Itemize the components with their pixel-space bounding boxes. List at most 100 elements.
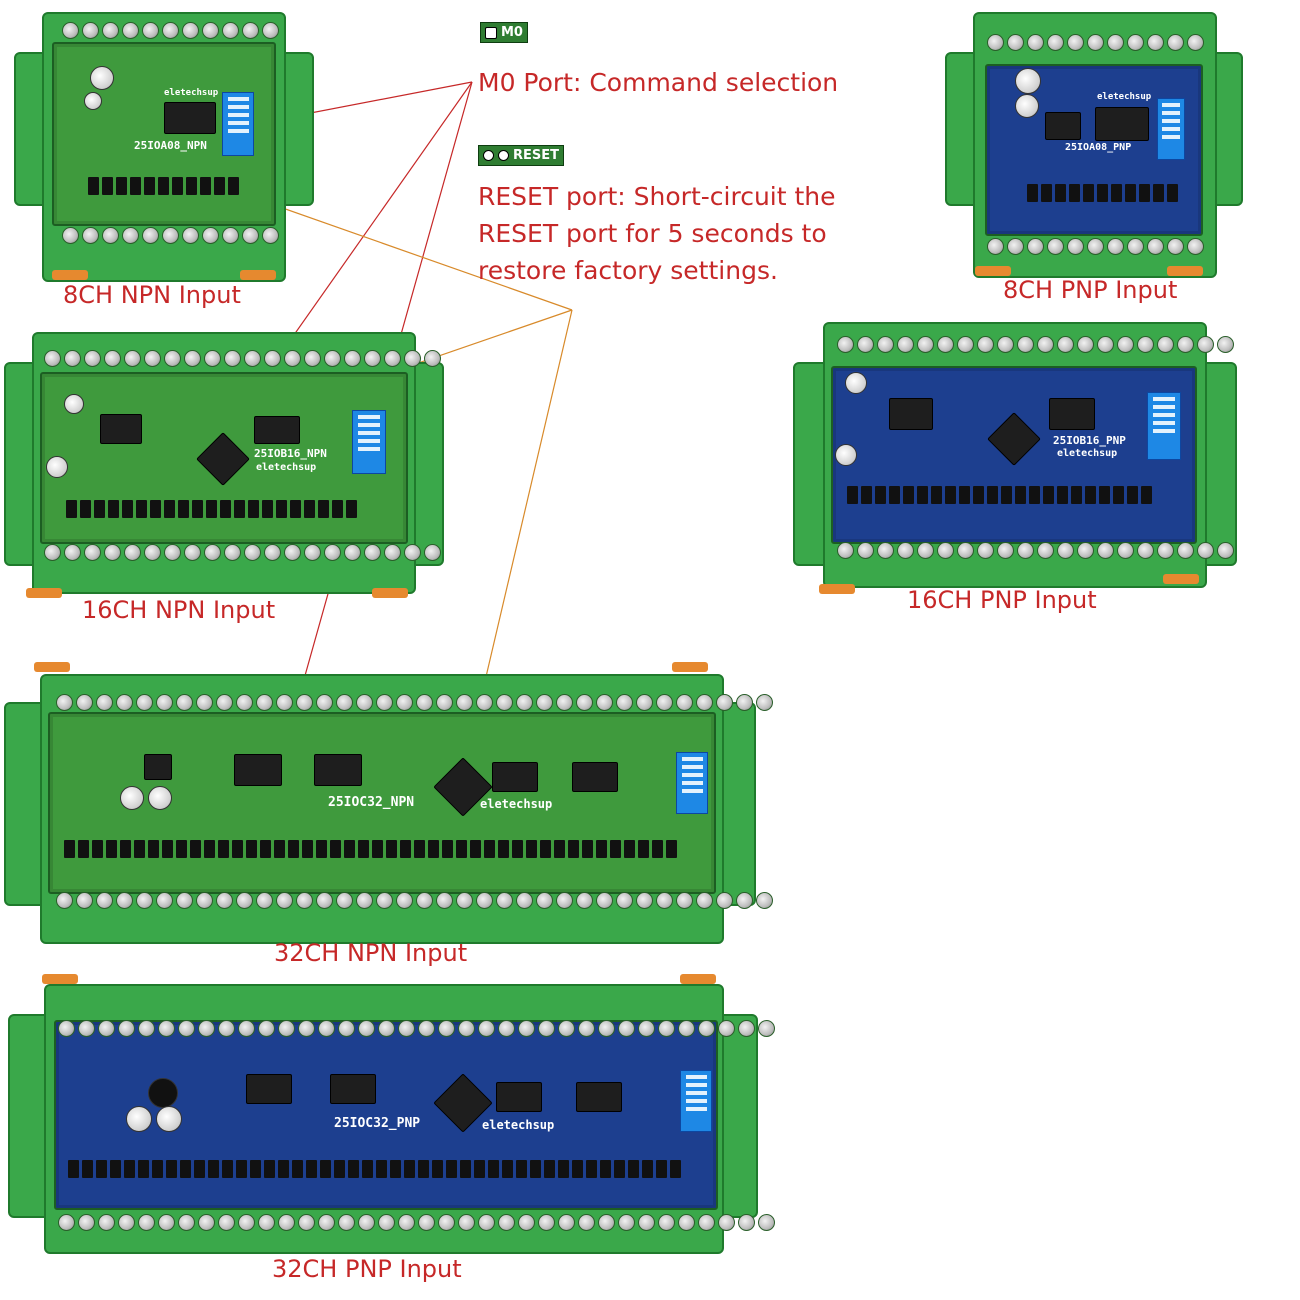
- terminal-screw: [398, 1020, 415, 1037]
- terminal-screw: [1057, 542, 1074, 559]
- optocoupler: [1055, 184, 1066, 202]
- terminal-screw: [336, 694, 353, 711]
- m0-badge-label: M0: [501, 25, 523, 40]
- inductor: [148, 1078, 178, 1108]
- terminal-screw: [364, 544, 381, 561]
- terminal-screw: [1117, 336, 1134, 353]
- optocoupler: [1139, 184, 1150, 202]
- terminal-screw: [124, 350, 141, 367]
- terminal-screw: [338, 1214, 355, 1231]
- reset-pad-icon-2: [498, 150, 509, 161]
- dip-switch-lever: [227, 121, 249, 125]
- terminal-screw: [222, 227, 239, 244]
- terminal-screw: [304, 544, 321, 561]
- module-32ch-pnp: 25IOC32_PNP eletechsup: [8, 974, 775, 1254]
- dip-switch-lever: [1152, 405, 1176, 409]
- terminal-screw: [298, 1020, 315, 1037]
- optocoupler: [220, 500, 231, 518]
- optocoupler: [624, 840, 635, 858]
- terminal-screw: [236, 694, 253, 711]
- terminal-screw: [142, 227, 159, 244]
- terminal-screw: [158, 1020, 175, 1037]
- terminal-screw: [636, 892, 653, 909]
- optocoupler: [346, 500, 357, 518]
- terminal-screw: [1117, 542, 1134, 559]
- terminal-screw: [1067, 34, 1084, 51]
- terminal-screw: [202, 22, 219, 39]
- terminal-screw: [164, 350, 181, 367]
- ic-chip: [572, 762, 618, 792]
- optocoupler: [106, 840, 117, 858]
- capacitor: [845, 372, 867, 394]
- optocoupler: [122, 500, 133, 518]
- terminal-screw: [224, 350, 241, 367]
- dip-switch: [352, 410, 386, 474]
- optocoupler: [903, 486, 914, 504]
- terminal-screw: [756, 694, 773, 711]
- reset-badge-label: RESET: [513, 148, 560, 163]
- terminal-screw: [184, 350, 201, 367]
- terminal-screw: [216, 694, 233, 711]
- terminal-screw: [736, 892, 753, 909]
- terminal-screw: [556, 892, 573, 909]
- optocoupler: [250, 1160, 261, 1178]
- terminal-screw: [1127, 34, 1144, 51]
- terminal-screw: [1147, 34, 1164, 51]
- terminal-screw: [238, 1214, 255, 1231]
- terminal-screw: [1087, 34, 1104, 51]
- terminal-screw: [556, 694, 573, 711]
- ic-chip: [314, 754, 362, 786]
- din-foot: [680, 974, 716, 984]
- caption-8ch-pnp: 8CH PNP Input: [1003, 276, 1178, 304]
- terminal-row-bottom: [837, 542, 1234, 559]
- terminal-row-top: [58, 1020, 775, 1037]
- terminal-screw: [516, 892, 533, 909]
- optocoupler: [526, 840, 537, 858]
- optocoupler: [108, 500, 119, 518]
- optocoupler: [456, 840, 467, 858]
- terminal-screw: [98, 1020, 115, 1037]
- terminal-screw: [138, 1020, 155, 1037]
- terminal-screw: [78, 1214, 95, 1231]
- optocoupler: [236, 1160, 247, 1178]
- terminal-screw: [284, 350, 301, 367]
- optocoupler: [218, 840, 229, 858]
- dip-switch: [676, 752, 708, 814]
- reset-badge: RESET: [478, 145, 565, 166]
- optocoupler: [68, 1160, 79, 1178]
- dip-switch-lever: [685, 1099, 707, 1103]
- ic-chip: [1049, 398, 1095, 430]
- terminal-screw: [78, 1020, 95, 1037]
- terminal-screw: [616, 892, 633, 909]
- terminal-screw: [244, 350, 261, 367]
- optocoupler-row: [68, 1160, 681, 1178]
- inductor: [144, 754, 172, 780]
- terminal-screw: [656, 694, 673, 711]
- optocoupler: [92, 840, 103, 858]
- terminal-screw: [578, 1020, 595, 1037]
- optocoupler: [206, 500, 217, 518]
- dip-switch: [222, 92, 254, 156]
- optocoupler: [222, 1160, 233, 1178]
- optocoupler: [64, 840, 75, 858]
- din-foot: [240, 270, 276, 280]
- terminal-screw: [376, 892, 393, 909]
- optocoupler: [400, 840, 411, 858]
- terminal-screw: [1097, 542, 1114, 559]
- optocoupler: [558, 1160, 569, 1178]
- terminal-screw: [198, 1214, 215, 1231]
- ic-chip: [234, 754, 282, 786]
- optocoupler: [290, 500, 301, 518]
- terminal-screw: [1037, 542, 1054, 559]
- terminal-screw: [897, 336, 914, 353]
- optocoupler: [274, 840, 285, 858]
- reset-description: RESET port: Short-circuit the RESET port…: [478, 182, 836, 285]
- terminal-screw: [178, 1214, 195, 1231]
- terminal-screw: [118, 1214, 135, 1231]
- terminal-screw: [456, 694, 473, 711]
- terminal-screw: [877, 542, 894, 559]
- terminal-screw: [242, 22, 259, 39]
- optocoupler: [1153, 184, 1164, 202]
- optocoupler: [554, 840, 565, 858]
- terminal-screw: [316, 694, 333, 711]
